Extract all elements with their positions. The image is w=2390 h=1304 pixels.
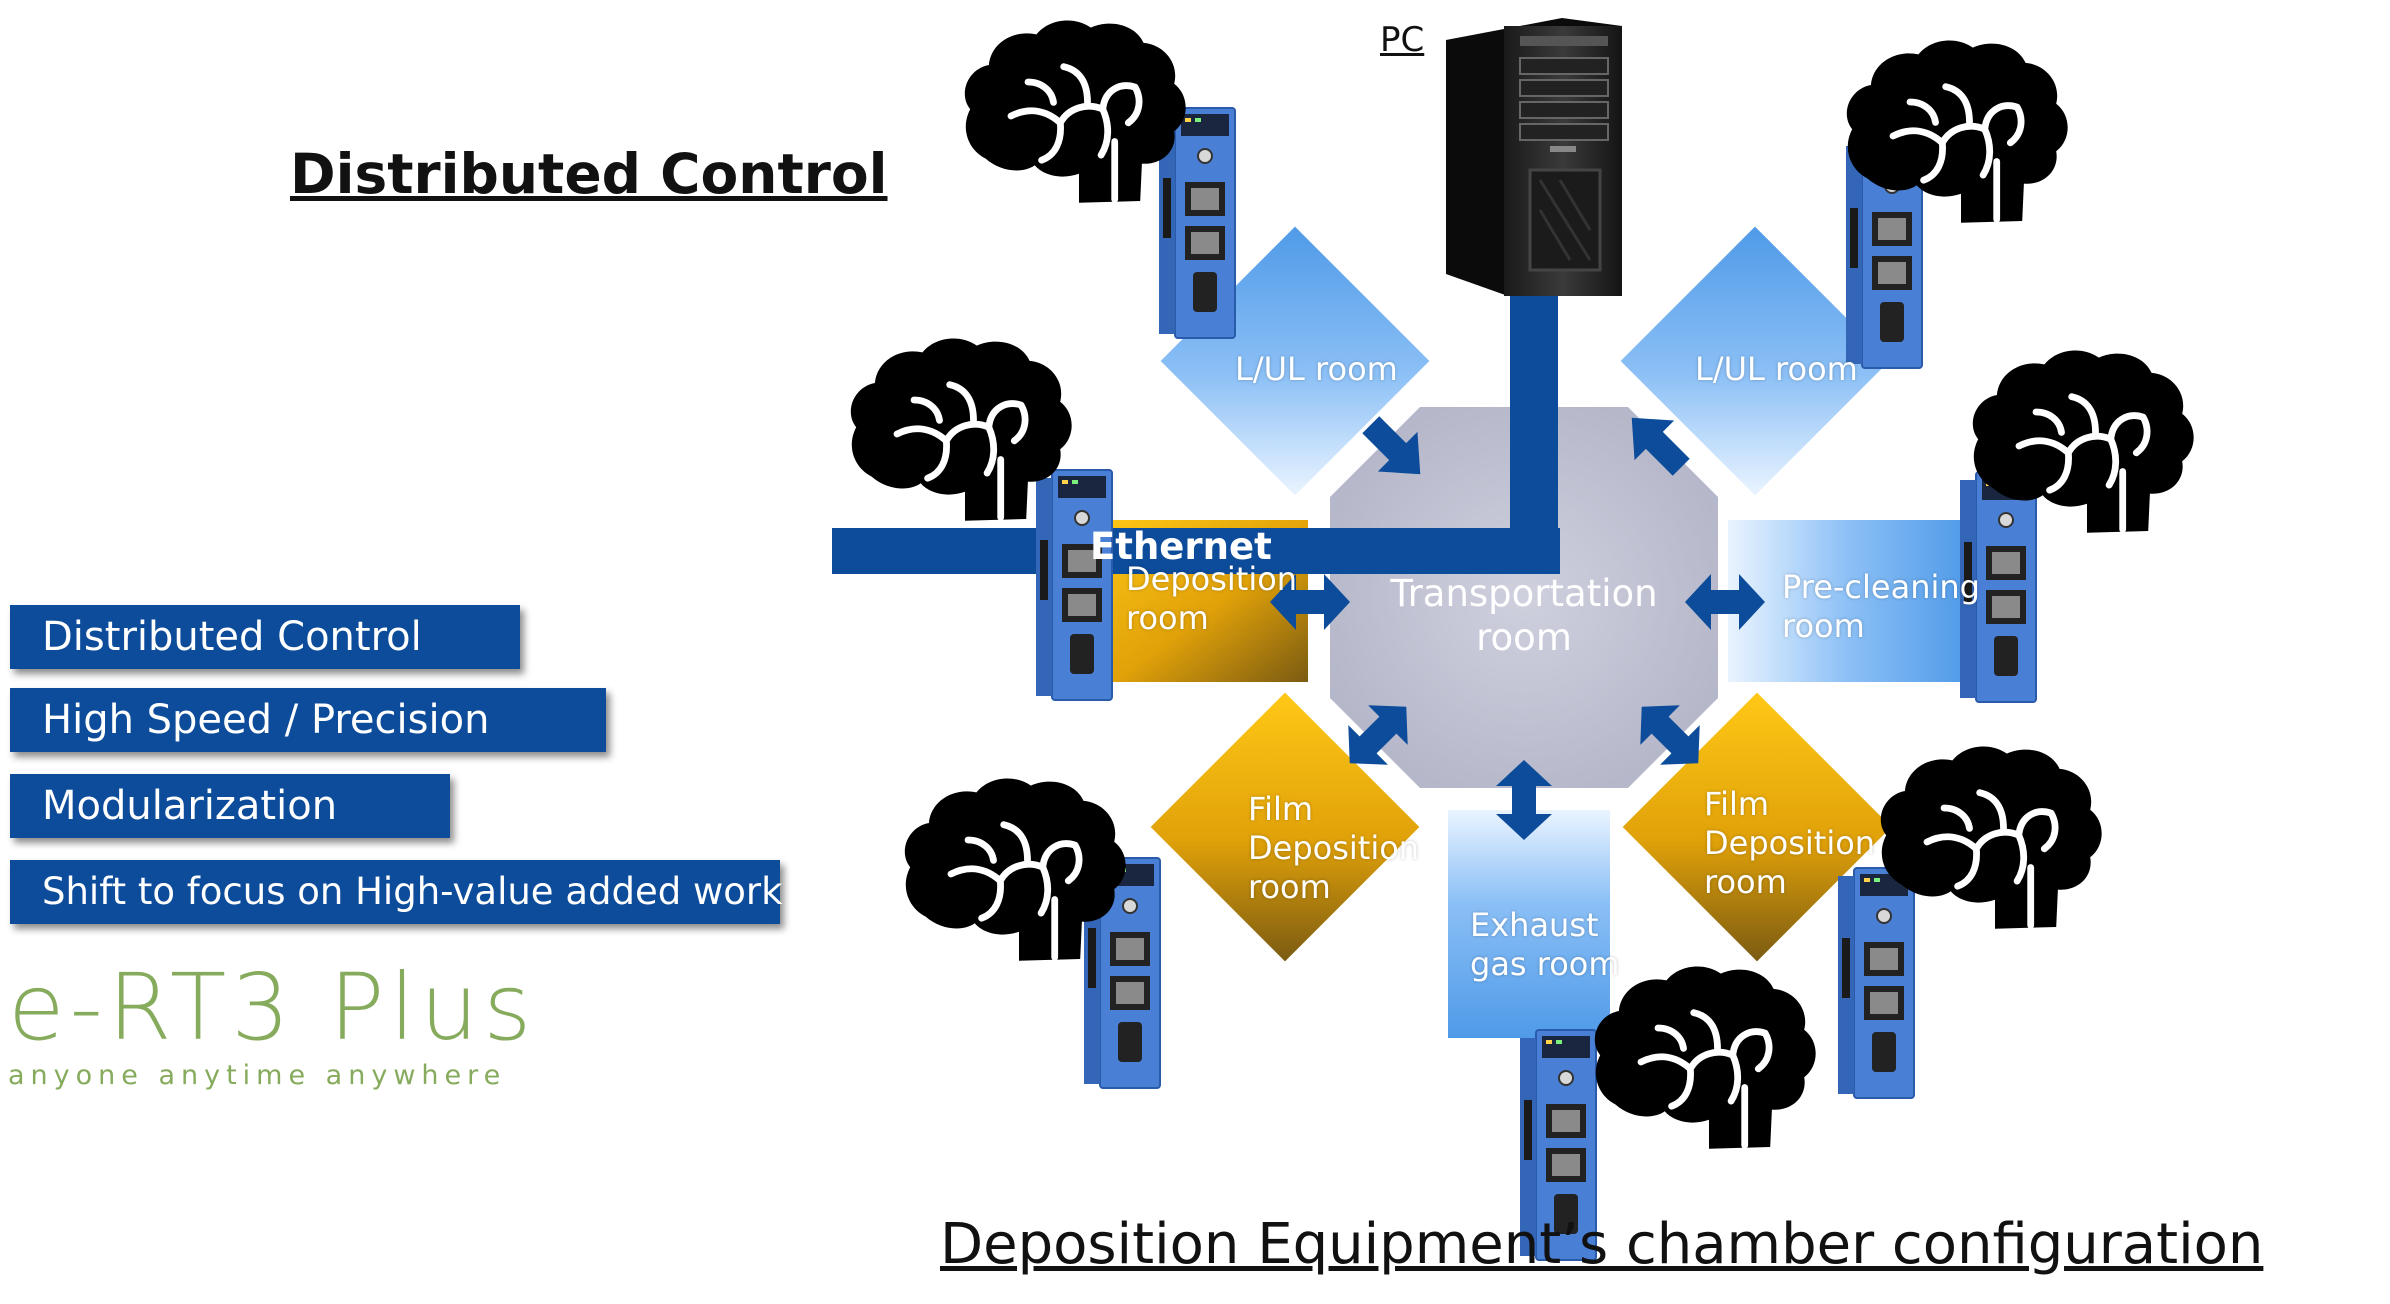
controller-module-film-left: [1035, 469, 1113, 701]
brand-tagline: anyone anytime anywhere: [8, 1060, 507, 1091]
controller-module-film-bottom-right: [1837, 867, 1915, 1099]
lul-left-label: L/UL room: [1235, 350, 1398, 388]
ethernet-bus: [832, 528, 1560, 574]
ethernet-label: Ethernet: [1090, 525, 1272, 568]
page-title: Distributed Control: [290, 142, 888, 206]
diagram-caption: Deposition Equipment’s chamber configura…: [940, 1212, 2264, 1277]
feature-distributed-control: Distributed Control: [10, 605, 520, 669]
feature-modularization: Modularization: [10, 774, 450, 838]
precleaning-label: Pre-cleaning room: [1782, 568, 1980, 645]
transport-room-label: Transportation room: [1390, 572, 1658, 659]
room-exhaust: [1448, 810, 1610, 1038]
brain-icon-exhaust: [1595, 966, 1816, 1148]
film-left-label: Deposition room: [1126, 560, 1298, 637]
room-precleaning: [1728, 520, 1968, 682]
feature-high-value-work: Shift to focus on High-value added work: [10, 860, 783, 924]
brain-icon-lul-left: [965, 20, 1186, 202]
film-bottom-right-label: Film Deposition room: [1704, 785, 1876, 901]
pc-label: PC: [1380, 20, 1425, 60]
film-bottom-left-label: Film Deposition room: [1248, 790, 1420, 906]
brand-logo: e-RT3 Plus anyone anytime anywhere: [8, 954, 537, 1092]
pc-tower-icon: [1446, 18, 1622, 296]
feature-high-speed-precision: High Speed / Precision: [10, 688, 606, 752]
ethernet-riser: [1510, 296, 1558, 552]
lul-right-label: L/UL room: [1695, 350, 1858, 388]
exhaust-label: Exhaust gas room: [1470, 906, 1620, 983]
transport-hub: [1330, 407, 1718, 788]
brand-name: e-RT3 Plus: [8, 954, 537, 1061]
